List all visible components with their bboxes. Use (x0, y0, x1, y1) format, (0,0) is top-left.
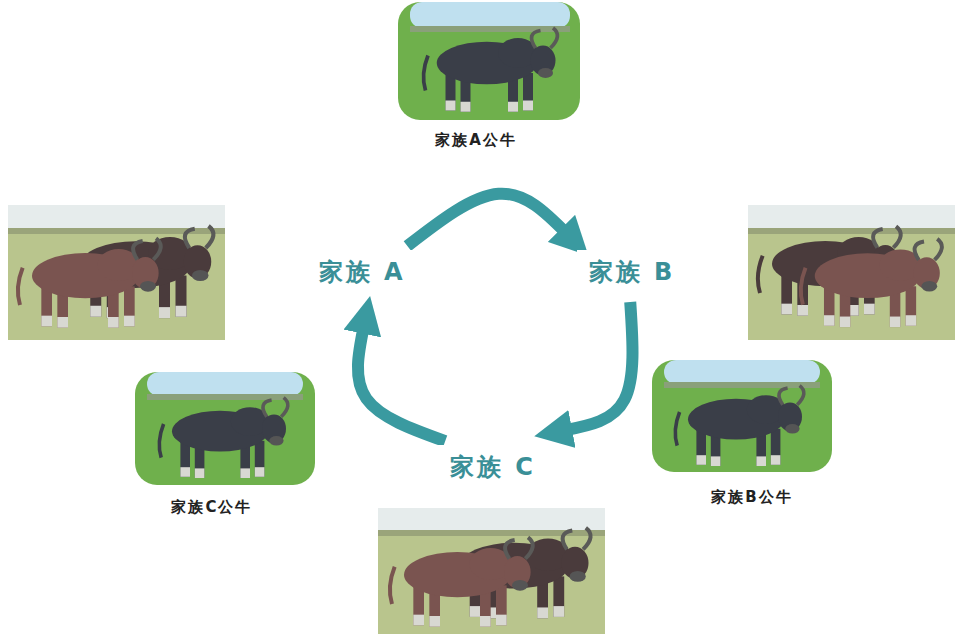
cycle-arrow (564, 302, 632, 430)
cycle-arrow (407, 194, 566, 246)
bull-photo (135, 372, 315, 485)
photo-caption: 家族C公牛 (163, 495, 260, 520)
cow-photo (8, 205, 225, 340)
family-node: 家族 C (438, 445, 548, 489)
family-node: 家族 A (307, 250, 418, 294)
family-label: 家族 B (589, 256, 676, 288)
photo-caption: 家族B公牛 (703, 485, 800, 510)
photo-caption: 家族A公牛 (427, 128, 525, 153)
cow-photo (378, 508, 605, 634)
bull-photo (652, 360, 832, 472)
family-label: 家族 C (450, 451, 536, 483)
family-node: 家族 B (577, 250, 688, 294)
cow-photo (748, 205, 955, 340)
bull-photo (398, 2, 580, 120)
family-label: 家族 A (319, 256, 406, 288)
cycle-arrow (358, 326, 445, 441)
